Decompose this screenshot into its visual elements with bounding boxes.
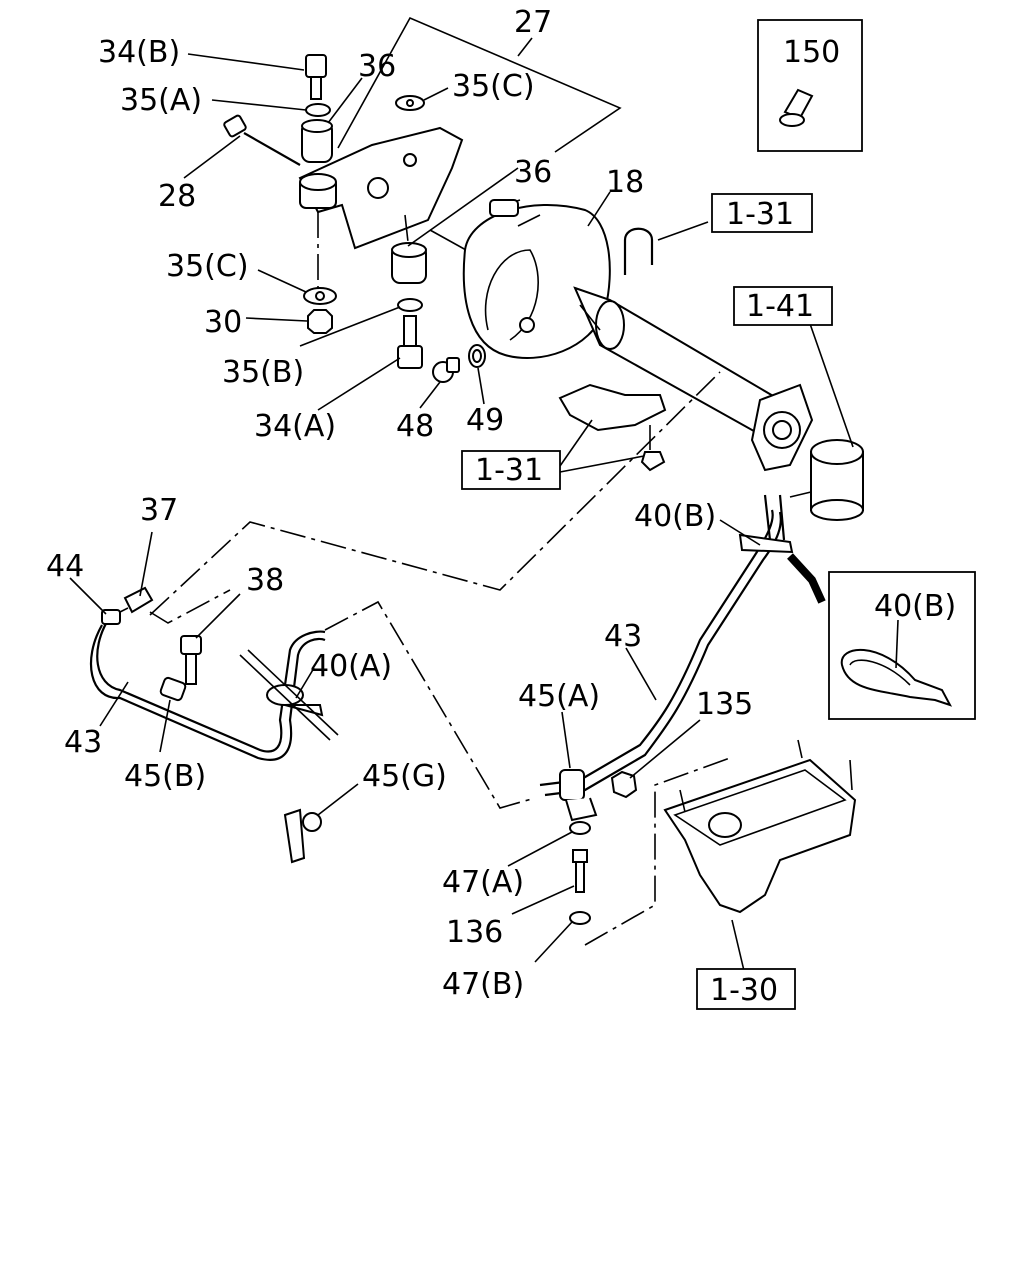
- part-150-inset: [757, 19, 863, 152]
- clip-45g: [283, 808, 322, 864]
- callout-labels: 27 34(B) 35(A) 36 35(C) 28 36 18 35(C) 3…: [46, 5, 956, 1008]
- label-34b: 34(B): [98, 35, 180, 70]
- housing-tray: [663, 739, 857, 914]
- leader-lines: [69, 53, 899, 976]
- ref-150: 150: [783, 35, 840, 70]
- label-27: 27: [514, 5, 552, 40]
- label-49: 49: [466, 403, 504, 438]
- label-38: 38: [246, 563, 284, 598]
- label-136: 136: [446, 915, 503, 950]
- label-37: 37: [140, 493, 178, 528]
- label-45a: 45(A): [518, 679, 600, 714]
- label-43-right: 43: [604, 619, 642, 654]
- mount-bracket-assembly: [223, 16, 622, 383]
- label-47a: 47(A): [442, 865, 524, 900]
- label-45b: 45(B): [124, 759, 206, 794]
- label-48: 48: [396, 409, 434, 444]
- vent-hose-left: [89, 586, 339, 761]
- label-36-top: 36: [358, 49, 396, 84]
- label-36-mid: 36: [514, 155, 552, 190]
- ref-1-31-top: 1-31: [726, 197, 794, 232]
- label-18: 18: [606, 165, 644, 200]
- label-35c-top: 35(C): [452, 69, 535, 104]
- label-40b: 40(B): [634, 499, 716, 534]
- ref-40b-inset: 40(B): [874, 589, 956, 624]
- ref-1-30: 1-30: [710, 973, 778, 1008]
- label-35c-left: 35(C): [166, 249, 249, 284]
- label-135: 135: [696, 687, 753, 722]
- reference-boxes: [461, 193, 833, 1010]
- label-47b: 47(B): [442, 967, 524, 1002]
- ref-1-31-mid: 1-31: [475, 453, 543, 488]
- dashed-routing-lines: [149, 371, 731, 946]
- vent-hose-right: [539, 494, 826, 925]
- label-28: 28: [158, 179, 196, 214]
- label-35a: 35(A): [120, 83, 202, 118]
- label-34a: 34(A): [254, 409, 336, 444]
- differential-housing: [429, 199, 814, 472]
- label-44: 44: [46, 549, 84, 584]
- label-30: 30: [204, 305, 242, 340]
- label-40a: 40(A): [310, 649, 392, 684]
- band-40b-inset: [828, 571, 976, 720]
- cylinder-1-41: [789, 317, 864, 521]
- ref-1-41: 1-41: [746, 289, 814, 324]
- label-45g: 45(G): [362, 759, 447, 794]
- label-35b: 35(B): [222, 355, 304, 390]
- label-43-left: 43: [64, 725, 102, 760]
